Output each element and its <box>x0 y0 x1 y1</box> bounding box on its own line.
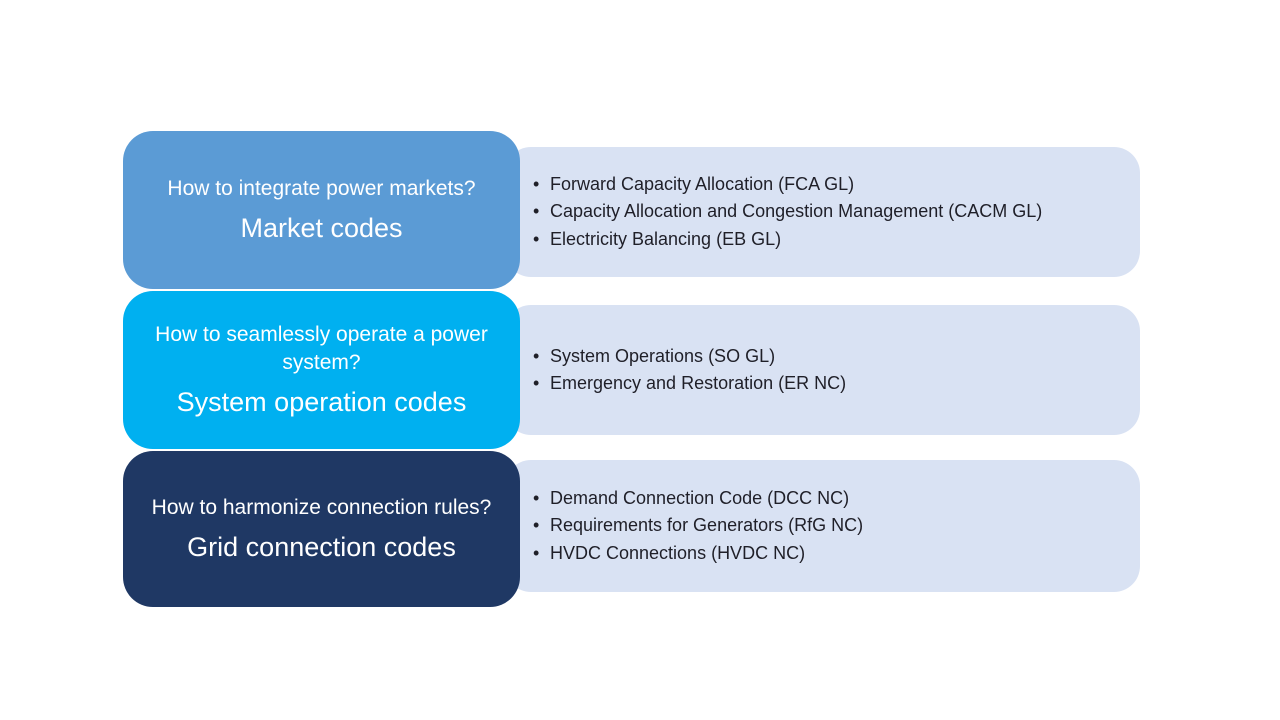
grid-connection-codes-details-panel: Demand Connection Code (DCC NC) Requirem… <box>505 460 1140 592</box>
bullet-item: System Operations (SO GL) <box>533 343 1120 371</box>
grid-connection-codes-title: Grid connection codes <box>187 532 456 562</box>
bullet-item: Forward Capacity Allocation (FCA GL) <box>533 171 1120 199</box>
bullet-item: Electricity Balancing (EB GL) <box>533 226 1120 254</box>
grid-connection-codes-question: How to harmonize connection rules? <box>151 496 492 519</box>
market-codes-box: How to integrate power markets? Market c… <box>123 131 520 289</box>
grid-connection-codes-bullet-list: Demand Connection Code (DCC NC) Requirem… <box>505 485 1140 568</box>
market-codes-bullet-list: Forward Capacity Allocation (FCA GL) Cap… <box>505 171 1140 254</box>
system-operation-codes-details-panel: System Operations (SO GL) Emergency and … <box>505 305 1140 435</box>
system-operation-codes-title: System operation codes <box>176 387 467 417</box>
bullet-item: HVDC Connections (HVDC NC) <box>533 540 1120 568</box>
system-operation-codes-question: How to seamlessly operate a power system… <box>155 323 488 374</box>
system-operation-codes-box: How to seamlessly operate a power system… <box>123 291 520 449</box>
grid-connection-codes-box: How to harmonize connection rules? Grid … <box>123 451 520 607</box>
market-codes-question: How to integrate power markets? <box>167 177 476 200</box>
system-operation-codes-bullet-list: System Operations (SO GL) Emergency and … <box>505 343 1140 398</box>
bullet-item: Demand Connection Code (DCC NC) <box>533 485 1120 513</box>
bullet-item: Emergency and Restoration (ER NC) <box>533 370 1120 398</box>
bullet-item: Capacity Allocation and Congestion Manag… <box>533 198 1120 226</box>
market-codes-details-panel: Forward Capacity Allocation (FCA GL) Cap… <box>505 147 1140 277</box>
market-codes-title: Market codes <box>240 213 403 243</box>
bullet-item: Requirements for Generators (RfG NC) <box>533 512 1120 540</box>
